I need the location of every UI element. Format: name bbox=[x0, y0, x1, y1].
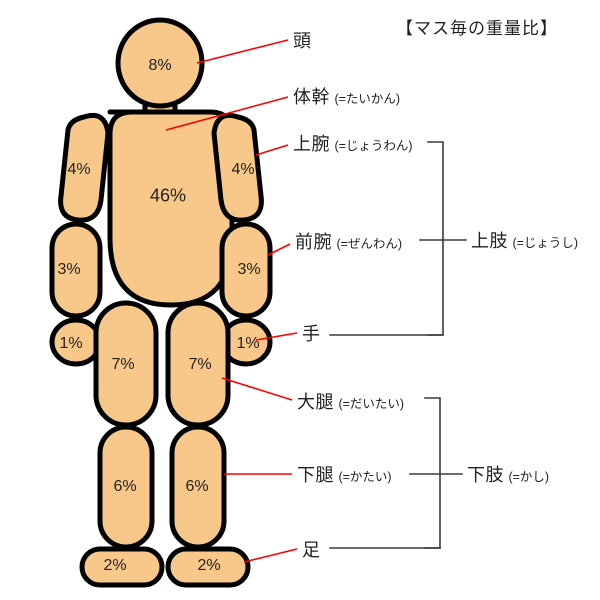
annotation-upper-arm-term: 上腕 bbox=[293, 134, 330, 154]
group-lower-limb-term: 下肢 bbox=[467, 465, 504, 485]
group-upper-limb-term: 上肢 bbox=[471, 231, 508, 251]
percent-label-upper-arm-right: 4% bbox=[231, 161, 255, 178]
percent-label-head: 8% bbox=[148, 57, 172, 74]
annotation-foot-term: 足 bbox=[302, 540, 321, 560]
upper-arm-left-shape bbox=[58, 112, 111, 223]
leader-line-torso bbox=[165, 96, 289, 131]
head-shape bbox=[115, 17, 205, 109]
annotation-upper-arm: 上腕 (=じょうわん) bbox=[293, 130, 413, 156]
forearm-right-shape bbox=[219, 221, 273, 319]
bracket-upper-limb bbox=[427, 141, 444, 336]
percent-label-thigh-left: 7% bbox=[111, 356, 135, 373]
annotation-torso-term: 体幹 bbox=[293, 87, 330, 107]
annotation-hand: 手 bbox=[302, 320, 321, 346]
percent-label-hand-left: 1% bbox=[59, 335, 83, 352]
annotation-upper-arm-reading: (=じょうわん) bbox=[334, 139, 413, 153]
annotation-torso: 体幹 (=たいかん) bbox=[293, 83, 400, 109]
annotation-head: 頭 bbox=[293, 27, 312, 53]
annotation-lower-leg-reading: (=かたい) bbox=[338, 470, 392, 484]
annotation-forearm-reading: (=ぜんわん) bbox=[336, 237, 403, 251]
annotation-lower-leg-term: 下腿 bbox=[297, 465, 334, 485]
percent-label-torso: 46% bbox=[149, 185, 187, 206]
annotation-hand-term: 手 bbox=[302, 324, 321, 344]
group-label-upper-limb: 上肢 (=じょうし) bbox=[471, 227, 578, 253]
annotation-torso-reading: (=たいかん) bbox=[334, 92, 401, 106]
leader-line-foot bbox=[243, 548, 298, 563]
percent-label-lower-leg-right: 6% bbox=[185, 478, 209, 495]
annotation-forearm-term: 前腕 bbox=[295, 232, 332, 252]
annotation-head-term: 頭 bbox=[293, 31, 312, 51]
leader-line-forearm bbox=[267, 243, 291, 256]
annotation-forearm: 前腕 (=ぜんわん) bbox=[295, 228, 402, 254]
leader-line-upper-arm bbox=[255, 144, 289, 156]
annotation-thigh: 大腿 (=だいたい) bbox=[297, 388, 404, 414]
foot-left-shape bbox=[79, 546, 165, 588]
percent-label-forearm-left: 3% bbox=[57, 261, 81, 278]
percent-label-hand-right: 1% bbox=[236, 335, 260, 352]
forearm-left-shape bbox=[49, 221, 103, 319]
bracket-lower-limb bbox=[424, 397, 441, 549]
leader-line-thigh bbox=[221, 377, 293, 401]
annotation-thigh-reading: (=だいたい) bbox=[338, 397, 405, 411]
group-label-lower-limb: 下肢 (=かし) bbox=[467, 461, 549, 487]
leader-line-head bbox=[196, 39, 289, 64]
annotation-lower-leg: 下腿 (=かたい) bbox=[297, 461, 392, 487]
group-lower-limb-reading: (=かし) bbox=[508, 470, 550, 484]
percent-label-foot-left: 2% bbox=[103, 557, 127, 574]
leader-line-hand bbox=[255, 332, 298, 341]
foot-right-shape bbox=[165, 546, 251, 588]
page-title: 【マス毎の重量比】 bbox=[396, 19, 558, 38]
percent-label-forearm-right: 3% bbox=[237, 261, 261, 278]
percent-label-lower-leg-left: 6% bbox=[113, 478, 137, 495]
annotation-foot: 足 bbox=[302, 536, 321, 562]
upper-arm-right-shape bbox=[211, 112, 264, 223]
annotation-thigh-term: 大腿 bbox=[297, 392, 334, 412]
percent-label-upper-arm-left: 4% bbox=[67, 161, 91, 178]
percent-label-thigh-right: 7% bbox=[188, 356, 212, 373]
group-upper-limb-reading: (=じょうし) bbox=[512, 236, 579, 250]
percent-label-foot-right: 2% bbox=[197, 557, 221, 574]
